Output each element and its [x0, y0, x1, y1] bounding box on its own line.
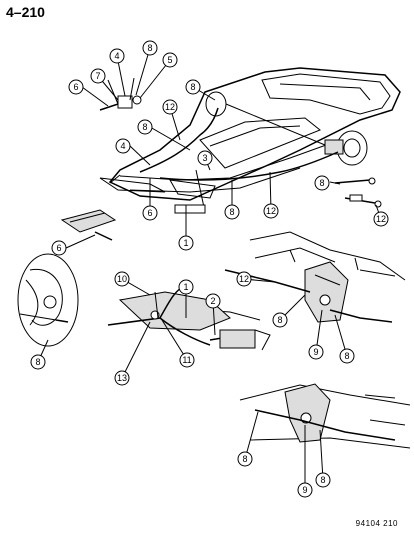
svg-text:12: 12 — [165, 102, 175, 112]
callout-6-bracket: 6 — [51, 240, 67, 256]
callout-4-lever-top: 4 — [109, 48, 125, 64]
callout-4-mid: 4 — [115, 138, 131, 154]
svg-text:8: 8 — [229, 207, 234, 217]
callout-7: 7 — [90, 68, 106, 84]
svg-text:8: 8 — [242, 454, 247, 464]
svg-text:6: 6 — [56, 243, 61, 253]
svg-text:13: 13 — [117, 373, 127, 383]
callout-8-lever-right: 8 — [339, 348, 355, 364]
callout-8-mid: 8 — [137, 119, 153, 135]
callout-2: 2 — [205, 293, 221, 309]
callout-8-rear: 8 — [314, 175, 330, 191]
svg-text:6: 6 — [73, 82, 78, 92]
svg-text:8: 8 — [35, 357, 40, 367]
callout-8-lever: 8 — [272, 312, 288, 328]
callout-12-upper: 12 — [162, 99, 178, 115]
svg-text:8: 8 — [320, 475, 325, 485]
brake-lever-assembly-upper — [224, 231, 406, 323]
svg-text:8: 8 — [344, 351, 349, 361]
svg-text:8: 8 — [190, 82, 195, 92]
page-number: 4–210 — [6, 4, 45, 20]
svg-text:8: 8 — [142, 122, 147, 132]
svg-text:12: 12 — [239, 274, 249, 284]
callout-1-lower: 1 — [178, 279, 194, 295]
callout-6-top: 6 — [68, 79, 84, 95]
callout-6-mid: 6 — [142, 205, 158, 221]
front-cable-assembly — [107, 284, 271, 351]
callout-labels: 4 8 7 5 6 8 12 8 4 3 6 8 12 8 12 1 6 10 … — [30, 40, 389, 498]
callout-5: 5 — [162, 52, 178, 68]
callout-8-rail: 8 — [224, 204, 240, 220]
svg-text:9: 9 — [313, 347, 318, 357]
callout-12-rail: 12 — [263, 203, 279, 219]
svg-text:10: 10 — [117, 274, 127, 284]
svg-text:7: 7 — [95, 71, 100, 81]
lever-bracket — [60, 209, 117, 241]
svg-text:11: 11 — [182, 355, 191, 365]
svg-text:8: 8 — [147, 43, 152, 53]
callout-12-rear: 12 — [373, 211, 389, 227]
rear-brake-assembly — [17, 253, 79, 347]
callout-8-drum: 8 — [30, 354, 46, 370]
callout-8-axle: 8 — [185, 79, 201, 95]
callout-3: 3 — [197, 150, 213, 166]
svg-text:12: 12 — [376, 214, 386, 224]
svg-text:12: 12 — [266, 206, 276, 216]
callout-8-lower-right: 8 — [315, 472, 331, 488]
svg-text:3: 3 — [202, 153, 207, 163]
svg-text:9: 9 — [302, 485, 307, 495]
rear-cable-detail — [334, 177, 382, 208]
callout-13: 13 — [114, 370, 130, 386]
callout-9-upper: 9 — [308, 344, 324, 360]
svg-text:1: 1 — [183, 282, 188, 292]
callout-1-upper: 1 — [178, 235, 194, 251]
svg-text:8: 8 — [277, 315, 282, 325]
brake-lever-assembly-lower — [239, 383, 411, 449]
figure-code: 94104 210 — [355, 519, 398, 528]
svg-text:5: 5 — [167, 55, 172, 65]
svg-text:4: 4 — [120, 141, 125, 151]
callout-11: 11 — [179, 352, 195, 368]
callout-10: 10 — [114, 271, 130, 287]
callout-8-lower-left: 8 — [237, 451, 253, 467]
svg-text:4: 4 — [114, 51, 119, 61]
svg-text:6: 6 — [147, 208, 152, 218]
callout-8-top: 8 — [142, 40, 158, 56]
underbody-floor-pan — [99, 67, 401, 214]
svg-text:2: 2 — [210, 296, 215, 306]
callout-9-lower: 9 — [297, 482, 313, 498]
callout-12-lever: 12 — [236, 271, 252, 287]
svg-text:1: 1 — [183, 238, 188, 248]
svg-text:8: 8 — [319, 178, 324, 188]
